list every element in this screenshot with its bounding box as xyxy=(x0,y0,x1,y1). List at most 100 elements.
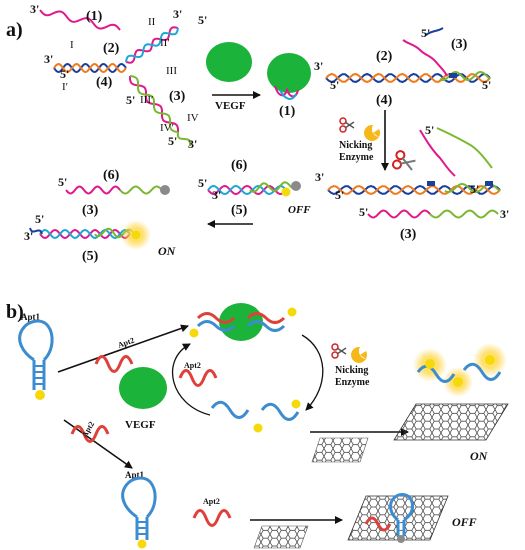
vegf-label: VEGF xyxy=(215,100,246,112)
helix-strand xyxy=(129,75,179,133)
vegf-protein xyxy=(119,367,167,409)
strand-3-bottom-label: (3) xyxy=(400,227,417,242)
end-label: 3' xyxy=(212,188,221,202)
helix-strand xyxy=(119,185,163,195)
nicking-b-line2: Enzyme xyxy=(335,377,370,388)
strand-1-tail xyxy=(39,9,121,31)
end-label: 5' xyxy=(425,123,434,137)
panel-b-label: b) xyxy=(6,301,24,323)
cycle-arc-left xyxy=(171,343,211,416)
graphene-sheet-off xyxy=(347,495,449,541)
strand-3-loop xyxy=(402,39,448,77)
nicking-site-marker xyxy=(449,73,457,78)
helix-strand xyxy=(176,132,192,146)
strand-4-label: (4) xyxy=(96,75,113,90)
scissors-icon xyxy=(331,343,347,359)
end-label: 5' xyxy=(359,205,368,219)
end-label: 3' xyxy=(24,229,33,243)
helix-strand xyxy=(39,9,121,31)
domain-I-label: I xyxy=(70,39,74,51)
domain-I-prime-label: I′ xyxy=(62,81,68,93)
panel-b: b) Apt1 Apt2 Apt2 Apt2 VEGF xyxy=(6,301,509,549)
helix-strand xyxy=(39,228,131,240)
end-label: 3' xyxy=(315,170,324,184)
helix-strand xyxy=(65,185,121,195)
domain-IV-label: IV xyxy=(187,112,199,124)
vegf-protein xyxy=(206,42,252,82)
end-label: 5' xyxy=(470,182,479,196)
strand-6-mid-label: (6) xyxy=(231,158,248,173)
strand-4-right-label: (4) xyxy=(376,93,393,108)
end-label: 5' xyxy=(198,176,207,190)
strand-3-left-label: (3) xyxy=(82,203,99,218)
off-label: OFF xyxy=(288,204,311,216)
on-glow-group xyxy=(413,343,507,397)
apt1-hairpin-bottom xyxy=(121,476,157,549)
nicking-site-marker xyxy=(485,181,493,186)
helix-strand xyxy=(53,62,127,74)
helix-strand xyxy=(207,184,287,196)
end-label: 5' xyxy=(60,67,69,81)
strand-5-left-label: (5) xyxy=(82,249,99,264)
duplex-2-4-helix xyxy=(53,62,127,74)
helix-strand xyxy=(29,227,43,235)
helix-strand xyxy=(249,181,293,193)
apt1-top-label: Apt1 xyxy=(21,312,41,322)
end-label: 3' xyxy=(500,207,509,221)
strand-3-end xyxy=(425,27,444,36)
apt1-hairpin xyxy=(18,319,54,400)
apt1-bottom-label: Apt1 xyxy=(125,470,145,480)
strand-1-bound-cyan xyxy=(279,89,297,100)
strand-3-label: (3) xyxy=(169,89,186,104)
end-label: 5' xyxy=(35,212,44,226)
arm-1-2-helix xyxy=(125,26,179,64)
graphene-sheet-on xyxy=(393,403,509,441)
vegf-bound-protein xyxy=(267,53,311,93)
enzyme-icon xyxy=(364,124,381,141)
scissors-icon xyxy=(391,150,416,171)
released-aptamers xyxy=(210,399,301,433)
helix-strand xyxy=(125,27,179,63)
apt2-strand xyxy=(94,355,134,373)
apt2-label-b: Apt2 xyxy=(184,361,201,370)
strand-2-right-label: (2) xyxy=(376,49,393,64)
end-label: 5' xyxy=(126,93,135,107)
helix-strand xyxy=(39,228,131,240)
nicking-b-line1: Nicking xyxy=(335,365,368,376)
quencher xyxy=(160,185,170,195)
panel-a-label: a) xyxy=(6,19,23,41)
end-label: 3' xyxy=(44,52,53,66)
domain-II-prime-label: II′ xyxy=(160,37,170,49)
nicking-label-line1: Nicking xyxy=(339,140,372,151)
end-label: 5' xyxy=(482,78,491,92)
end-label: 3' xyxy=(188,137,197,151)
strand-6-free xyxy=(65,185,163,195)
strand-green-loop xyxy=(436,127,493,169)
helix-strand xyxy=(207,184,287,196)
scissors-icon xyxy=(339,117,355,133)
domain-III-label: III xyxy=(166,65,177,77)
strand-1-free-label: (1) xyxy=(279,104,296,119)
apt2-strand xyxy=(178,369,218,387)
apt2-label-d: Apt2 xyxy=(203,497,220,506)
apt2-strand xyxy=(70,425,110,443)
strand-3-released xyxy=(367,209,499,219)
graphene-sheet-small-bottom xyxy=(253,525,309,549)
vegf-complex-protein xyxy=(219,303,263,341)
strand-3-tail xyxy=(176,132,192,146)
helix-strand xyxy=(439,71,491,81)
duplex-6-5-off xyxy=(207,181,293,196)
duplex-3-5-on xyxy=(29,227,137,240)
apt-complex-left xyxy=(189,312,236,338)
quencher xyxy=(291,181,301,191)
end-label: 3' xyxy=(173,7,182,21)
fluorophore xyxy=(281,187,291,197)
domain-III-prime-label: III′ xyxy=(140,94,153,106)
helix-strand xyxy=(429,209,499,219)
arm-3-4-helix xyxy=(129,75,179,133)
off-b-label: OFF xyxy=(452,515,477,529)
strand-1-label: (1) xyxy=(86,9,103,24)
strand-3-top-label: (3) xyxy=(451,37,468,52)
end-label: 5' xyxy=(168,134,177,148)
